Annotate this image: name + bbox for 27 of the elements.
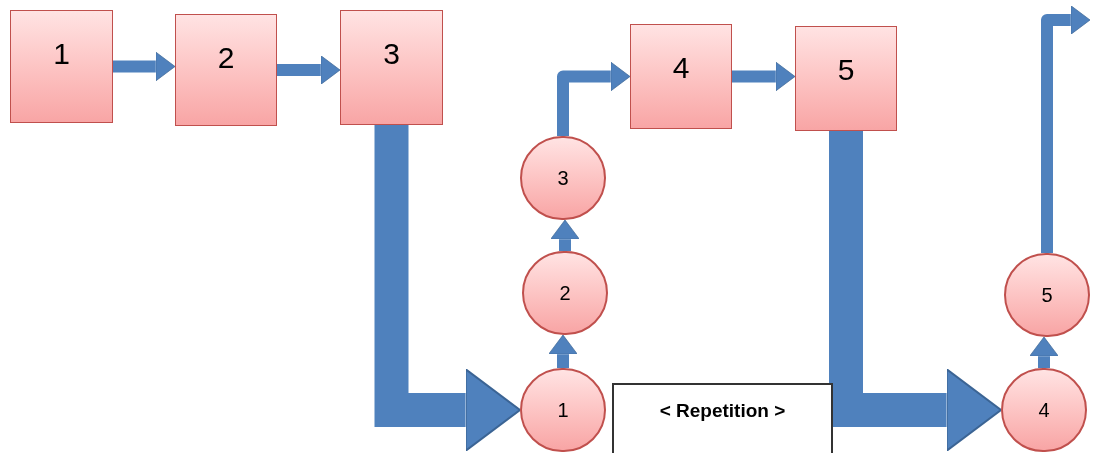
node-label: 5 xyxy=(837,55,855,85)
node-label: 3 xyxy=(383,39,400,69)
node-label: 1 xyxy=(53,39,70,69)
node-label: 5 xyxy=(1041,285,1053,305)
block-arrow xyxy=(1029,336,1059,368)
block-arrow xyxy=(557,61,631,136)
block-arrow xyxy=(374,125,521,452)
process-box xyxy=(795,26,897,131)
process-box xyxy=(630,24,732,129)
block-arrow xyxy=(1041,5,1091,253)
node-label: 4 xyxy=(672,53,690,83)
node-label: 2 xyxy=(217,43,235,73)
process-box xyxy=(10,10,113,123)
block-arrow xyxy=(732,61,796,92)
node-label: < Repetition > xyxy=(659,401,786,420)
block-arrow xyxy=(277,55,341,85)
block-arrow xyxy=(829,131,1002,452)
block-arrow xyxy=(550,219,580,251)
node-label: 4 xyxy=(1038,400,1050,420)
node-label: 1 xyxy=(557,400,569,420)
node-label: 3 xyxy=(557,168,569,188)
note-box xyxy=(612,383,833,453)
process-box xyxy=(175,14,277,126)
node-label: 2 xyxy=(559,283,571,303)
block-arrow xyxy=(548,334,578,368)
process-box xyxy=(340,10,443,125)
block-arrow xyxy=(113,51,176,82)
